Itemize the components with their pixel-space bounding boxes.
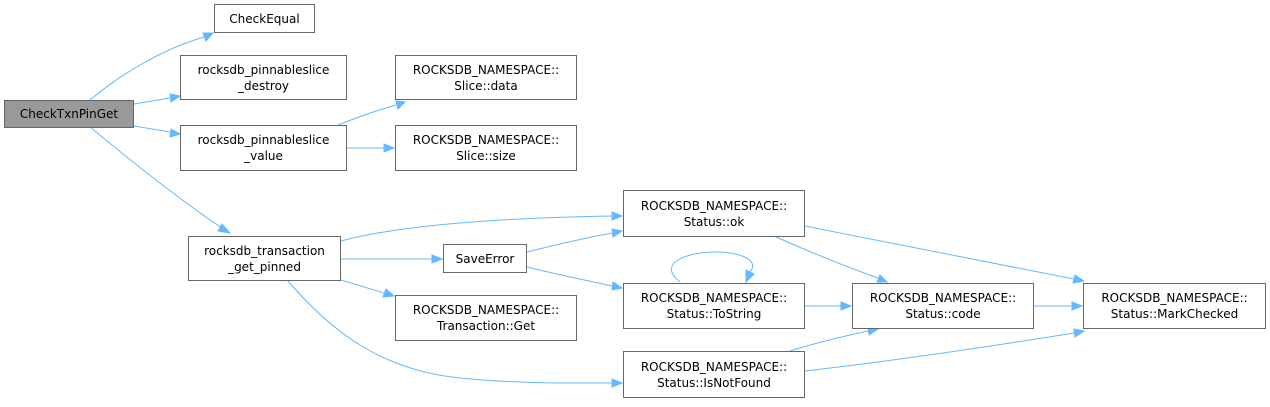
node-transaction-get-pinned[interactable]: rocksdb_transaction _get_pinned xyxy=(188,236,341,281)
edge-arrowhead xyxy=(202,32,215,42)
node-label-line1: ROCKSDB_NAMESPACE:: xyxy=(869,291,1017,305)
edge-saveerror-tostring xyxy=(526,266,613,287)
node-saveerror[interactable]: SaveError xyxy=(443,244,527,273)
edge-arrowhead xyxy=(876,274,889,283)
edge-arrowhead xyxy=(745,269,755,284)
edge-arrowhead xyxy=(395,100,407,110)
edge-arrowhead xyxy=(383,143,396,153)
edge-checktxnpinget-checkequal xyxy=(89,36,205,101)
node-status-code[interactable]: ROCKSDB_NAMESPACE:: Status::code xyxy=(852,283,1034,329)
edge-arrowhead xyxy=(840,301,853,311)
node-label: CheckEqual xyxy=(229,11,300,26)
node-slice-data[interactable]: ROCKSDB_NAMESPACE:: Slice::data xyxy=(395,55,577,100)
edge-arrowhead xyxy=(611,211,624,221)
edge-arrowhead xyxy=(611,378,624,388)
edge-saveerror-statusok xyxy=(526,232,613,253)
node-label-line1: ROCKSDB_NAMESPACE:: xyxy=(412,303,560,317)
node-label: CheckTxnPinGet xyxy=(19,107,119,121)
edge-arrowhead xyxy=(1071,301,1084,311)
node-label-line2: Transaction::Get xyxy=(436,319,536,333)
edge-isnotfound-markchecked xyxy=(804,332,1075,372)
node-label-line1: rocksdb_transaction xyxy=(204,243,325,258)
node-status-tostring[interactable]: ROCKSDB_NAMESPACE:: Status::ToString xyxy=(623,283,805,329)
node-label-line2: Status::MarkChecked xyxy=(1110,307,1239,321)
edge-value-slicedata xyxy=(335,104,397,127)
node-label-line1: ROCKSDB_NAMESPACE:: xyxy=(1101,291,1248,305)
edge-arrowhead xyxy=(382,288,396,298)
node-label-line2: Status::ToString xyxy=(666,307,762,321)
node-label: SaveError xyxy=(455,251,515,266)
node-label-line1: ROCKSDB_NAMESPACE:: xyxy=(412,62,560,77)
edge-checktxnpinget-value xyxy=(133,125,171,133)
edge-getpinned-transactionget xyxy=(340,279,385,294)
edge-arrowhead xyxy=(611,228,624,238)
node-status-markchecked[interactable]: ROCKSDB_NAMESPACE:: Status::MarkChecked xyxy=(1083,283,1266,329)
node-status-ok[interactable]: ROCKSDB_NAMESPACE:: Status::ok xyxy=(623,190,805,237)
node-label-line1: ROCKSDB_NAMESPACE:: xyxy=(640,359,788,374)
edge-arrowhead xyxy=(611,281,624,291)
edge-arrowhead xyxy=(217,223,232,234)
node-pinnableslice-destroy[interactable]: rocksdb_pinnableslice _destroy xyxy=(180,55,347,100)
node-label-line2: Slice::data xyxy=(454,78,518,93)
edge-statusok-code xyxy=(775,236,879,279)
node-label-line2: Slice::size xyxy=(456,149,516,163)
node-label-line1: rocksdb_pinnableslice xyxy=(197,133,330,147)
edge-checktxnpinget-getpinned xyxy=(89,126,223,229)
edge-arrowhead xyxy=(1072,274,1086,284)
edge-tostring-self xyxy=(671,251,753,283)
edge-statusok-markchecked xyxy=(804,225,1075,280)
node-label-line2: _get_pinned xyxy=(228,259,301,274)
node-label-line1: rocksdb_pinnableslice xyxy=(197,62,330,77)
node-label-line1: ROCKSDB_NAMESPACE:: xyxy=(640,198,788,213)
edge-arrowhead xyxy=(169,93,182,103)
node-label-line2: _value xyxy=(244,149,283,163)
edge-isnotfound-code xyxy=(789,330,869,352)
node-pinnableslice-value[interactable]: rocksdb_pinnableslice _value xyxy=(180,125,347,171)
edge-getpinned-statusok xyxy=(340,215,613,242)
node-checkequal[interactable]: CheckEqual xyxy=(214,4,315,33)
edge-arrowhead xyxy=(431,254,444,264)
node-transaction-get[interactable]: ROCKSDB_NAMESPACE:: Transaction::Get xyxy=(395,295,577,341)
node-label-line2: Status::IsNotFound xyxy=(657,375,771,390)
edge-arrowhead xyxy=(169,128,182,138)
node-label-line1: ROCKSDB_NAMESPACE:: xyxy=(412,133,560,147)
node-slice-size[interactable]: ROCKSDB_NAMESPACE:: Slice::size xyxy=(395,125,577,171)
node-checktxnpinget[interactable]: CheckTxnPinGet xyxy=(4,100,134,128)
edge-getpinned-isnotfound xyxy=(287,280,613,384)
node-label-line2: Status::ok xyxy=(683,214,745,229)
edge-checktxnpinget-destroy xyxy=(133,97,171,105)
edge-arrowhead xyxy=(1073,328,1086,338)
node-label-line2: Status::code xyxy=(905,307,981,321)
node-label-line2: _destroy xyxy=(237,78,290,93)
node-label-line1: ROCKSDB_NAMESPACE:: xyxy=(640,291,788,305)
node-status-isnotfound[interactable]: ROCKSDB_NAMESPACE:: Status::IsNotFound xyxy=(623,351,805,398)
